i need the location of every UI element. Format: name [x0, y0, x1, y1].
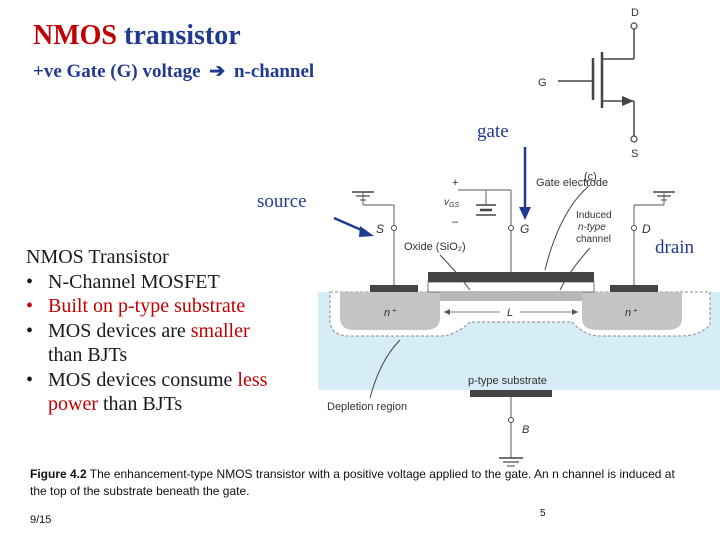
source-label: source: [257, 191, 307, 212]
panel-c-label: (c): [584, 171, 597, 183]
oxide-label: Oxide (SiO₂): [404, 241, 466, 253]
vgs-minus: –: [452, 216, 459, 228]
source-contact: [370, 285, 418, 292]
page-number: 5: [540, 508, 546, 519]
slide-title: NMOS transistor: [33, 20, 241, 52]
right-arrow-icon: ➔: [209, 61, 226, 82]
figure-number: Figure 4.2: [30, 467, 87, 481]
figure-caption: Figure 4.2 The enhancement-type NMOS tra…: [30, 466, 690, 500]
title-transistor: transistor: [124, 20, 241, 51]
gate-electrode-label: Gate electrode: [536, 177, 608, 189]
gate-terminal-label: G: [520, 222, 529, 236]
list-item: •MOS devices consume less: [26, 368, 268, 391]
list-item-cont: power than BJTs: [48, 393, 183, 415]
gate-label: gate: [477, 121, 509, 142]
vgs-label: vGS: [444, 197, 459, 209]
title-nmos: NMOS: [33, 20, 117, 51]
drain-label: drain: [655, 237, 695, 258]
nplus-right-label: n⁺: [625, 307, 638, 319]
list-item: •N-Channel MOSFET: [26, 270, 220, 293]
nmos-symbol: D G S: [538, 7, 639, 160]
induced-label-1: Induced: [576, 210, 612, 221]
depletion-label: Depletion region: [327, 401, 407, 413]
list-item: •Built on p-type substrate: [26, 295, 246, 317]
induced-label-3: channel: [576, 234, 611, 245]
footer-date: 9/15: [30, 514, 52, 526]
source-arrow-icon: [359, 226, 374, 237]
subtitle-left: +ve Gate (G) voltage: [33, 61, 201, 82]
symbol-d-label: D: [631, 7, 639, 19]
gate-electrode: [428, 272, 594, 282]
nplus-right-region: [582, 292, 682, 330]
bullet-heading: NMOS Transistor: [26, 246, 169, 268]
source-terminal-label: S: [376, 222, 384, 236]
source-terminal-icon: [630, 135, 638, 143]
gate-arrow-icon: [519, 207, 531, 220]
drain-terminal-label: D: [642, 222, 651, 236]
list-item: •MOS devices are smaller: [26, 319, 250, 342]
body-terminal-label: B: [522, 424, 529, 436]
body-contact: [470, 390, 552, 397]
nmos-cross-section: + – vGS Gate electrode (c) S G D Oxide (…: [318, 147, 720, 467]
substrate-label: p-type substrate: [468, 375, 547, 387]
induced-label-2: n-type: [578, 222, 606, 233]
subtitle: +ve Gate (G) voltage ➔ n-channel: [33, 60, 314, 83]
caption-text: The enhancement-type NMOS transistor wit…: [30, 467, 675, 498]
list-item-cont: than BJTs: [48, 344, 128, 366]
channel-length-label: L: [507, 307, 513, 319]
subtitle-right: n-channel: [233, 61, 315, 82]
symbol-g-label: G: [538, 77, 547, 89]
arrow-icon: [622, 96, 634, 106]
vgs-plus: +: [452, 177, 458, 189]
symbol-s-label: S: [631, 148, 638, 160]
drain-contact: [610, 285, 658, 292]
bullet-list: NMOS Transistor •N-Channel MOSFET •Built…: [26, 245, 267, 417]
oxide-layer: [427, 281, 595, 293]
nplus-left-region: [340, 292, 440, 330]
nplus-left-label: n⁺: [384, 307, 397, 319]
induced-channel: [440, 293, 582, 301]
